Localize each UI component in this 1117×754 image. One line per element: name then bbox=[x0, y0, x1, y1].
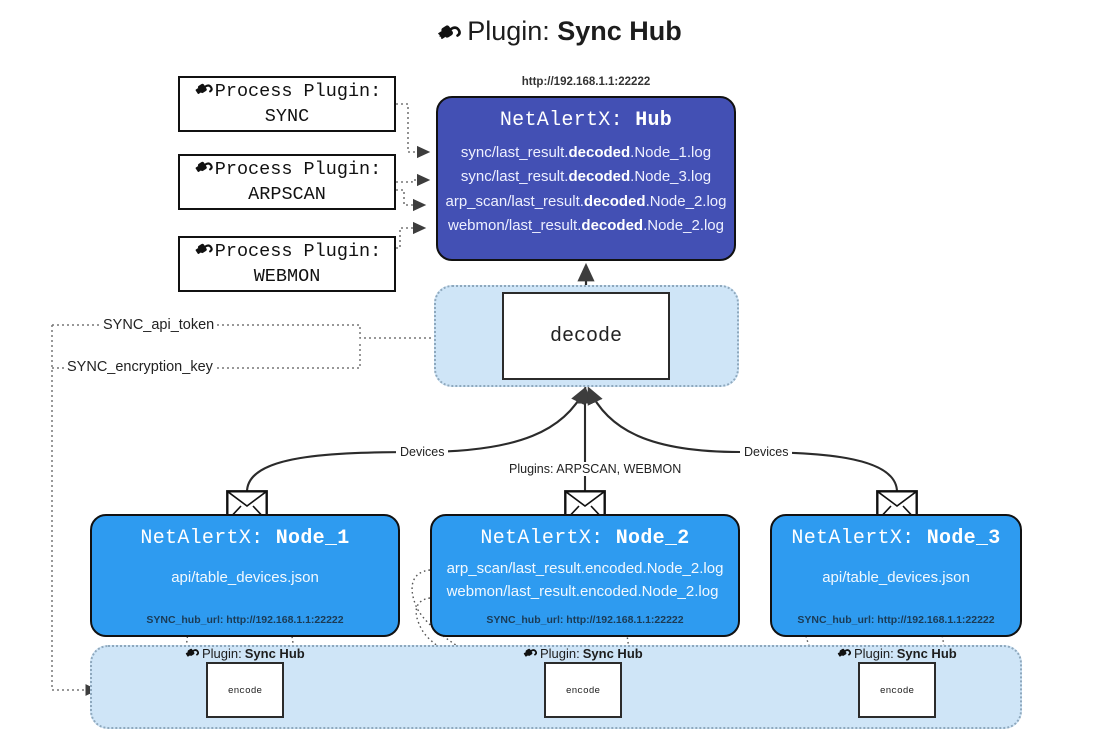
node-box-node-3[interactable]: NetAlertX: Node_3 api/table_devices.json… bbox=[770, 514, 1022, 637]
hub-title: NetAlertX: Hub bbox=[499, 109, 673, 132]
node-box-node-1[interactable]: NetAlertX: Node_1 api/table_devices.json… bbox=[90, 514, 400, 637]
process-plugin-box-webmon[interactable]: Process Plugin: WEBMON bbox=[178, 236, 396, 292]
hub-log-line: arp_scan/last_result.decoded.Node_2.log bbox=[445, 192, 727, 210]
process-plugin-label: Process Plugin: bbox=[214, 81, 382, 103]
devices-label-left: Devices bbox=[396, 445, 449, 459]
title-plugin-name: Sync Hub bbox=[557, 16, 682, 46]
process-plugin-box-sync[interactable]: Process Plugin: SYNC bbox=[178, 76, 396, 132]
encoder-plugin-label: Plugin: Sync Hub bbox=[522, 645, 643, 662]
node-line: arp_scan/last_result.encoded.Node_2.log bbox=[446, 560, 724, 577]
sync-encryption-key-label: SYNC_encryption_key bbox=[64, 359, 216, 375]
node-hub-url: SYNC_hub_url: http://192.168.1.1:22222 bbox=[146, 614, 344, 626]
hub-log-line: sync/last_result.decoded.Node_1.log bbox=[460, 144, 712, 161]
node-box-node-2[interactable]: NetAlertX: Node_2 arp_scan/last_result.e… bbox=[430, 514, 740, 637]
plug-icon bbox=[522, 645, 538, 662]
node-line: api/table_devices.json bbox=[171, 569, 319, 586]
sync-api-token-label: SYNC_api_token bbox=[100, 317, 218, 333]
process-plugin-name: ARPSCAN bbox=[248, 184, 326, 205]
process-plugin-label: Process Plugin: bbox=[214, 241, 382, 263]
title-prefix: Plugin: bbox=[467, 16, 558, 46]
process-plugin-name: SYNC bbox=[264, 106, 310, 127]
encode-box-node-1[interactable]: encode bbox=[206, 662, 284, 718]
page-title: Plugin: Sync Hub bbox=[0, 16, 1117, 50]
node-title: NetAlertX: Node_1 bbox=[140, 527, 350, 550]
hub-log-line: sync/last_result.decoded.Node_3.log bbox=[460, 168, 712, 186]
plug-icon bbox=[193, 157, 213, 183]
encode-box-node-3[interactable]: encode bbox=[858, 662, 936, 718]
process-plugin-name: WEBMON bbox=[253, 266, 321, 287]
encode-box-node-2[interactable]: encode bbox=[544, 662, 622, 718]
plug-icon bbox=[193, 79, 213, 105]
node-line: webmon/last_result.encoded.Node_2.log bbox=[446, 583, 719, 601]
node-title: NetAlertX: Node_2 bbox=[480, 527, 690, 550]
hub-url-label: http://192.168.1.1:22222 bbox=[521, 76, 651, 88]
devices-label-right: Devices bbox=[740, 445, 793, 459]
plug-icon bbox=[184, 645, 200, 662]
encoder-plugin-label: Plugin: Sync Hub bbox=[836, 645, 957, 662]
plug-icon bbox=[836, 645, 852, 662]
encoder-plugin-label: Plugin: Sync Hub bbox=[184, 645, 305, 662]
process-plugin-box-arpscan[interactable]: Process Plugin: ARPSCAN bbox=[178, 154, 396, 210]
decode-box[interactable]: decode bbox=[502, 292, 670, 380]
plug-icon bbox=[193, 239, 213, 265]
node-line: api/table_devices.json bbox=[822, 569, 970, 586]
hub-box[interactable]: NetAlertX: Hub sync/last_result.decoded.… bbox=[436, 96, 736, 261]
process-plugin-label: Process Plugin: bbox=[214, 159, 382, 181]
node-title: NetAlertX: Node_3 bbox=[791, 527, 1001, 550]
plug-icon bbox=[435, 19, 462, 50]
hub-log-line: webmon/last_result.decoded.Node_2.log bbox=[448, 216, 724, 234]
node-hub-url: SYNC_hub_url: http://192.168.1.1:22222 bbox=[486, 614, 684, 626]
node-hub-url: SYNC_hub_url: http://192.168.1.1:22222 bbox=[797, 614, 995, 626]
plugins-label-center: Plugins: ARPSCAN, WEBMON bbox=[505, 462, 686, 476]
